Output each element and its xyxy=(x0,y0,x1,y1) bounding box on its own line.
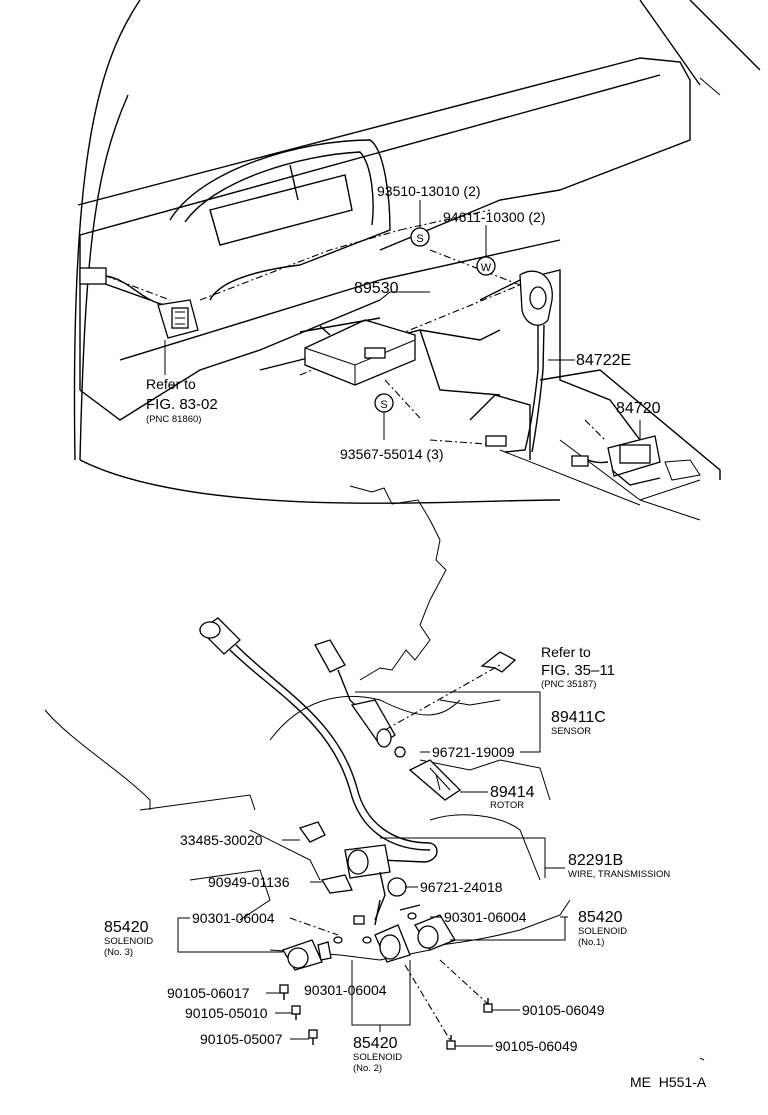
label-rotor: ROTOR xyxy=(490,800,524,811)
symbol-s-text: S xyxy=(416,233,423,245)
ref-b-line1: Refer to xyxy=(541,644,591,660)
label-90301-06004-b: 90301-06004 xyxy=(444,909,527,925)
solenoid-no2 xyxy=(353,899,411,963)
ref-b-line2: FIG. 35–11 xyxy=(541,662,615,679)
label-90105-06017: 90105-06017 xyxy=(167,985,250,1001)
dashboard-illustration xyxy=(73,0,761,521)
label-wire-transmission: WIRE, TRANSMISSION xyxy=(568,869,670,880)
label-90301-06004-a: 90301-06004 xyxy=(192,910,275,926)
bracket-ref-35-11 xyxy=(480,651,517,673)
dashboard-labels: 93510-13010 (2) 94611-10300 (2) 89530 84… xyxy=(146,183,661,462)
label-solenoid-no1: SOLENOID xyxy=(578,926,627,937)
computer-unit xyxy=(299,317,416,386)
wire-harness-84722E xyxy=(485,270,553,453)
label-84722E: 84722E xyxy=(576,352,631,369)
label-94611-10300: 94611-10300 (2) xyxy=(443,209,545,225)
ref-b-line3: (PNC 35187) xyxy=(541,679,596,690)
diagram-code: ME H551-A xyxy=(630,1074,707,1090)
label-82291B: 82291B xyxy=(568,852,623,869)
speck-mark xyxy=(699,1057,705,1061)
label-89411C: 89411C xyxy=(551,709,606,726)
label-sensor: SENSOR xyxy=(551,726,591,737)
label-85420-no2: 85420 xyxy=(353,1035,398,1052)
label-84720: 84720 xyxy=(616,400,661,417)
symbol-s-lower: S xyxy=(374,393,394,413)
transmission-leaders xyxy=(177,664,568,1047)
label-solenoid-no2: SOLENOID xyxy=(353,1052,402,1063)
bolt-icons xyxy=(279,984,493,1050)
label-90105-06049-a: 90105-06049 xyxy=(522,1002,605,1018)
symbol-w-text: W xyxy=(481,262,492,274)
ref-a-line2: FIG. 83-02 xyxy=(146,396,218,413)
label-96721-24018: 96721-24018 xyxy=(420,879,503,895)
transmission-wire-cable xyxy=(198,617,438,921)
label-no2: (No. 2) xyxy=(353,1063,382,1074)
oring-96721-24018 xyxy=(387,877,407,897)
label-96721-19009: 96721-19009 xyxy=(432,744,515,760)
label-89530: 89530 xyxy=(354,280,399,297)
ref-a-line3: (PNC 81860) xyxy=(146,414,201,425)
clamp-33485 xyxy=(298,821,326,843)
label-no1: (No.1) xyxy=(578,937,604,948)
dash-connector xyxy=(79,267,166,306)
solenoid-no3 xyxy=(282,936,343,971)
label-90105-06049-b: 90105-06049 xyxy=(495,1038,578,1054)
rotor-89414 xyxy=(408,759,462,801)
label-solenoid-no3: SOLENOID xyxy=(104,936,153,947)
dash-switch-module xyxy=(157,299,199,339)
label-90105-05007: 90105-05007 xyxy=(200,1031,283,1047)
label-no3: (No. 3) xyxy=(104,947,133,958)
solenoid-no1 xyxy=(399,904,456,951)
label-33485-30020: 33485-30020 xyxy=(180,832,263,848)
label-89414: 89414 xyxy=(490,784,535,801)
ref-a-line1: Refer to xyxy=(146,376,196,392)
symbol-s-lower-text: S xyxy=(380,399,387,411)
clip-90949 xyxy=(320,874,353,894)
label-85420-no3: 85420 xyxy=(104,919,149,936)
label-93567-55014: 93567-55014 (3) xyxy=(340,446,444,462)
sensor-89411C xyxy=(314,639,406,758)
dashboard-leaders xyxy=(164,200,641,440)
symbol-s-upper: S xyxy=(410,227,430,247)
switch-84720 xyxy=(571,435,701,486)
label-90301-06004-c: 90301-06004 xyxy=(304,982,387,998)
label-85420-no1: 85420 xyxy=(578,909,623,926)
transmission-labels: Refer to FIG. 35–11 (PNC 35187) 89411C S… xyxy=(104,644,670,1074)
label-90949-01136: 90949-01136 xyxy=(208,874,290,890)
symbol-w: W xyxy=(476,256,496,276)
label-90105-05010: 90105-05010 xyxy=(185,1005,268,1021)
label-93510-13010: 93510-13010 (2) xyxy=(377,183,481,199)
